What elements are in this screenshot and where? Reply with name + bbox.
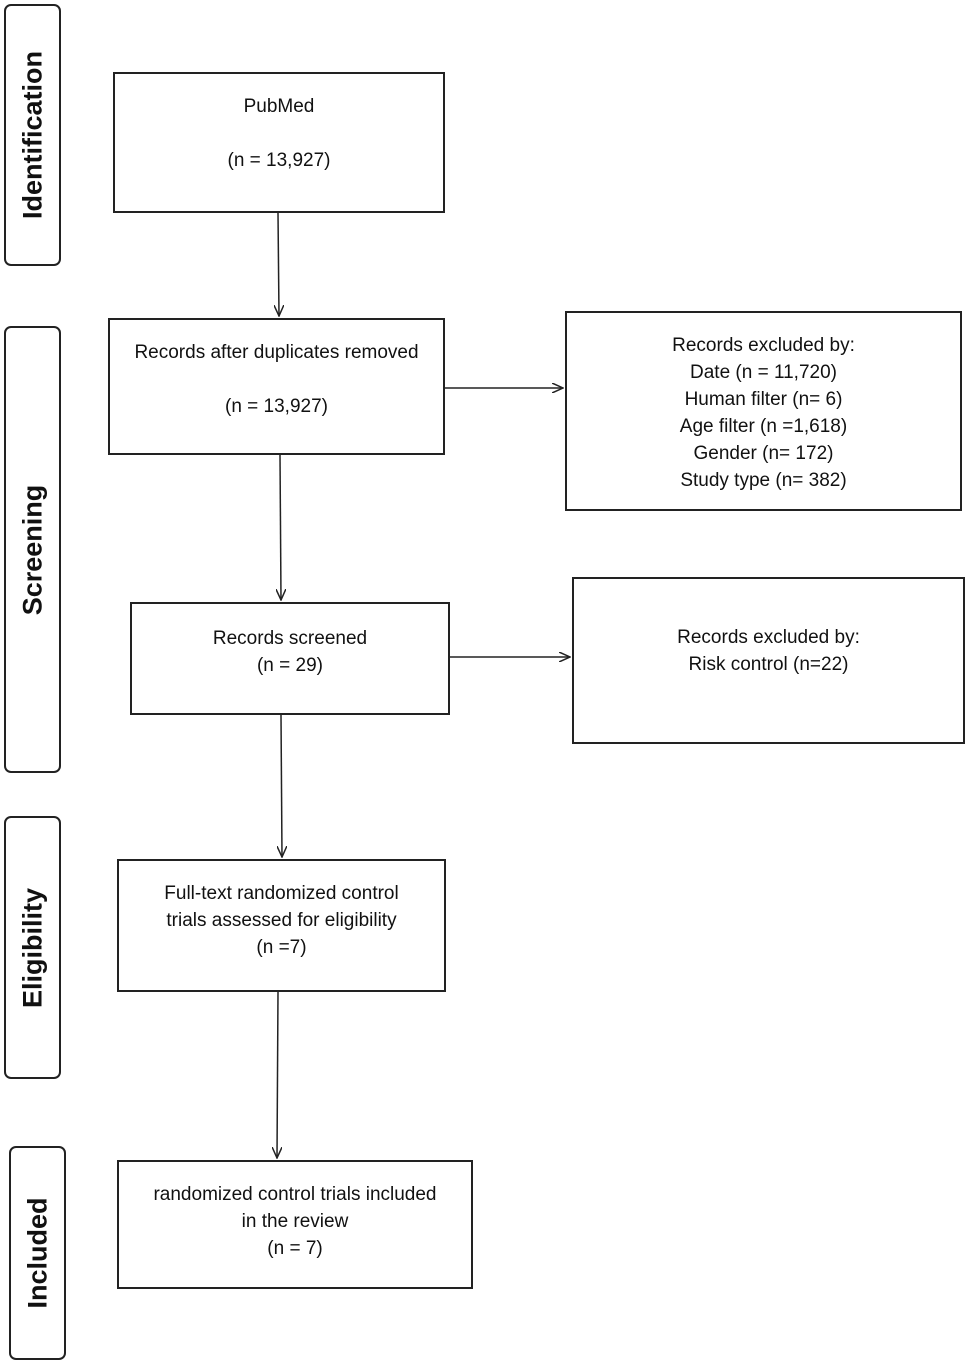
excluded-box-2: Records excluded by: Risk control (n=22) (572, 577, 965, 744)
duplicates-removed-count: (n = 13,927) (225, 396, 328, 417)
excluded-1-heading: Records excluded by: (672, 335, 855, 356)
screened-box: Records screened (n = 29) (130, 602, 450, 715)
included-line-1: randomized control trials included (153, 1184, 437, 1205)
excluded-box-1: Records excluded by: Date (n = 11,720) H… (565, 311, 962, 511)
phase-screening: Screening (4, 326, 61, 773)
pubmed-count: (n = 13,927) (227, 150, 331, 171)
excluded-1-item: Human filter (n= 6) (684, 389, 843, 410)
pubmed-title: PubMed (243, 96, 315, 117)
excluded-2-item: Risk control (n=22) (688, 654, 849, 675)
excluded-1-item: Age filter (n =1,618) (679, 416, 848, 437)
included-count: (n = 7) (267, 1238, 323, 1259)
screened-title: Records screened (212, 628, 368, 649)
arrow-full-text-to-included (277, 991, 278, 1158)
pubmed-box: PubMed (n = 13,927) (113, 72, 445, 213)
phase-included: Included (9, 1146, 66, 1360)
full-text-count: (n =7) (256, 937, 307, 958)
screened-count: (n = 29) (256, 655, 323, 676)
duplicates-removed-box: Records after duplicates removed (n = 13… (108, 318, 445, 455)
full-text-line-1: Full-text randomized control (164, 883, 399, 904)
excluded-1-item: Gender (n= 172) (693, 443, 834, 464)
arrow-screened-to-full-text (281, 714, 282, 857)
phase-identification: Identification (4, 4, 61, 266)
full-text-box: Full-text randomized control trials asse… (117, 859, 446, 992)
included-line-2: in the review (241, 1211, 349, 1232)
arrow-pubmed-to-duplicates (278, 212, 279, 316)
excluded-1-item: Study type (n= 382) (680, 470, 847, 491)
phase-eligibility: Eligibility (4, 816, 61, 1079)
excluded-2-heading: Records excluded by: (677, 627, 860, 648)
arrow-duplicates-to-screened (280, 454, 281, 600)
duplicates-removed-title: Records after duplicates removed (134, 342, 419, 363)
excluded-1-item: Date (n = 11,720) (690, 362, 837, 383)
included-box: randomized control trials included in th… (117, 1160, 473, 1289)
full-text-line-2: trials assessed for eligibility (166, 910, 397, 931)
